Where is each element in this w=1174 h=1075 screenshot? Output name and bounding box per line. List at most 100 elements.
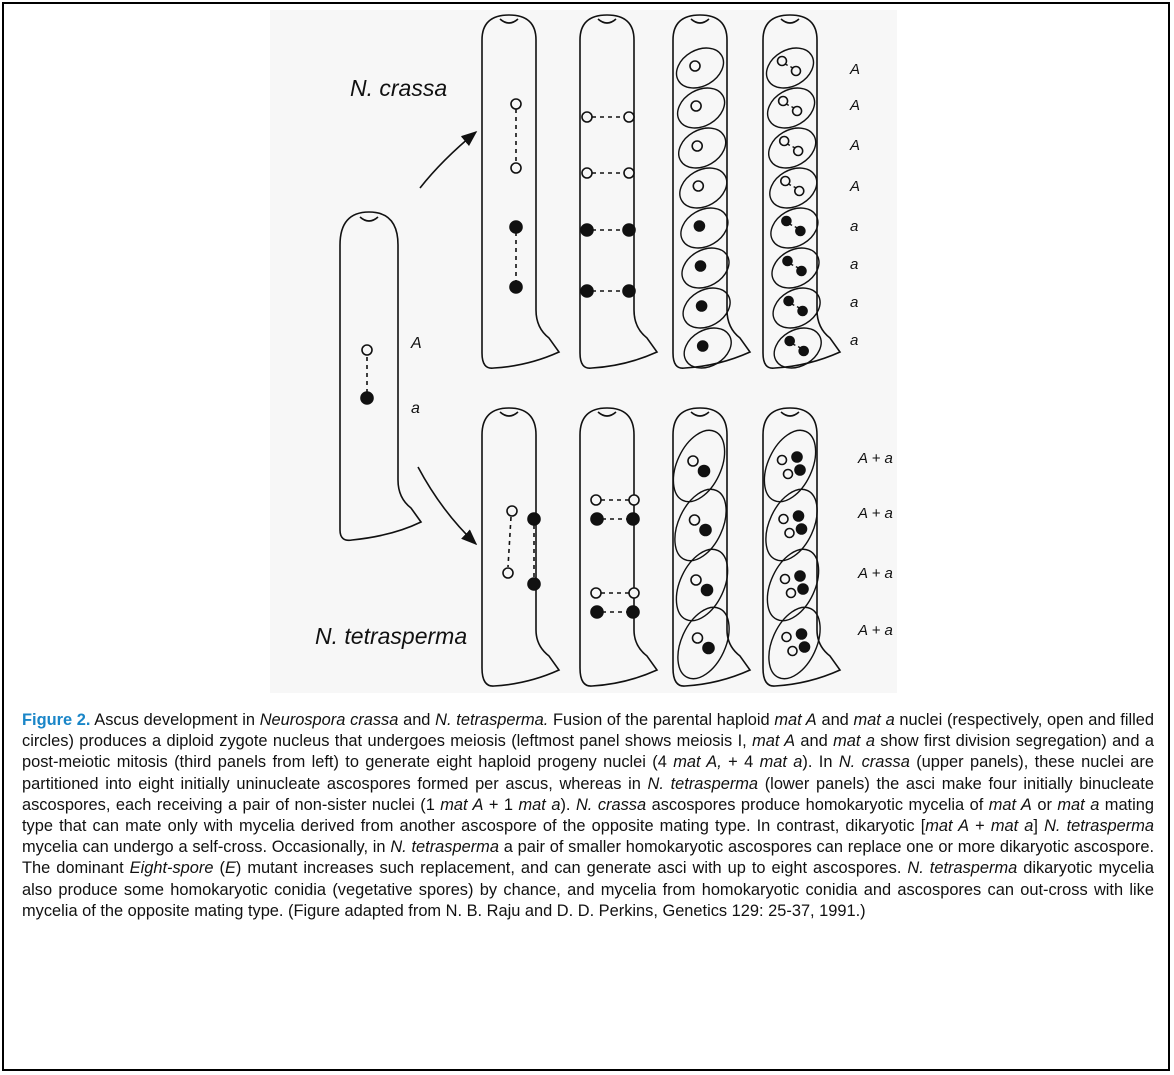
caption-segment: Ascus development in [90,711,260,729]
caption-segment: nuclei (respectively, open and filled ci… [22,711,1154,751]
pair-connector [791,303,800,309]
nucleus-mat-A [590,587,602,599]
crassa-ascospore [675,47,725,89]
nucleus-mat-a [694,260,707,272]
caption-segment: mat A, [673,753,722,772]
nucleus-mat-a [527,512,541,526]
pair-connector [789,223,798,229]
caption-segment: N. tetrasperma [390,838,499,857]
crassa-ascus-1-outline [481,14,561,370]
tetrasperma-ascus-2-pore [597,411,617,417]
caption-segment: ). In [802,753,839,772]
tetrasperma-ascus-1-outline [481,407,561,687]
caption-segment: mat A [988,795,1032,814]
caption-segment: and [816,711,854,729]
arrow-to-tetrasperma [417,466,478,546]
nucleus-mat-a [791,451,803,463]
nucleus-mat-a [695,300,708,312]
caption-segment: mat a [759,753,803,772]
tetrasperma-ascospore [675,548,729,622]
caption-segment: Fusion of the parental haploid [548,711,775,729]
crassa-ascospore [680,207,729,249]
crassa-ascospore [772,287,821,329]
caption-segment: dikaryotic mycelia also produce some hom… [22,859,1154,920]
pair-connector [790,263,799,269]
caption-segment: N. tetrasperma [1044,817,1155,836]
nucleus-mat-A [628,587,640,599]
nucleus-mat-A [793,185,805,197]
nucleus-mat-A [628,494,640,506]
caption-segment: and [398,711,436,729]
nucleus-mat-a [798,345,810,357]
nucleus-mat-A [687,455,699,467]
crassa-ascus-1-pore [499,18,519,24]
nucleus-mat-a [626,605,640,619]
nucleus-mat-A [782,468,794,480]
tetrasperma-label-2: A + a [857,505,893,522]
crassa-label-2: A [849,97,860,114]
crassa-label-8: a [850,332,858,349]
nucleus-mat-A [510,162,522,174]
tetrasperma-label-1: A + a [857,450,893,467]
caption-segment: mat A [774,711,817,729]
nucleus-mat-A [691,632,704,644]
nucleus-mat-A [791,105,803,117]
nucleus-mat-A [690,100,702,112]
tetrasperma-ascospore [672,429,726,503]
tetrasperma-ascus-3-pore [690,411,710,417]
nucleus-mat-A [779,573,791,585]
crassa-ascospore [681,247,730,289]
nucleus-mat-A [785,587,797,599]
nucleus-mat-a [795,628,808,640]
nucleus-mat-a [782,255,793,267]
caption-segment: + 4 [721,753,760,772]
tetrasperma-ascus-3-outline [672,407,752,687]
pair-connector [786,143,796,149]
caption-segment: show first division segregation) and a p… [22,732,1154,772]
crassa-ascospore [768,127,817,169]
caption-body: Ascus development in Neurospora crassa a… [22,711,1154,920]
ascus-development-figure: N. crassa N. tetrasperma A a A A A A a a… [270,10,897,693]
nucleus-mat-a [797,305,808,317]
nucleus-mat-A [792,145,804,157]
tetrasperma-ascospore [763,429,817,503]
nucleus-mat-A [784,527,795,539]
nucleus-mat-a [699,523,712,537]
tetrasperma-label-4: A + a [857,622,893,639]
crassa-ascus-2-pore [597,18,617,24]
tetrasperma-ascus-1-pore [499,411,519,417]
nucleus-mat-a [795,225,806,237]
caption-segment: N. tetrasperma. [435,711,549,729]
nucleus-mat-a [696,340,709,352]
crassa-ascospore [683,327,732,369]
nucleus-mat-a [622,284,636,298]
tetrasperma-ascospore [765,488,818,562]
tetrasperma-label-3: A + a [857,565,893,582]
figure-caption: Figure 2. Ascus development in Neurospor… [22,710,1154,922]
zygote-label-a: a [411,400,420,417]
caption-segment: mating type that can mate only with myce… [22,795,1154,836]
crassa-ascospore [679,167,728,209]
nucleus-mat-a [783,295,794,307]
caption-segment: E [224,859,236,878]
crassa-label-7: a [850,294,858,311]
caption-segment: mat a [1057,795,1100,814]
caption-segment: mycelia can undergo a self-cross. Occasi… [22,838,391,857]
nucleus-mat-a [781,215,792,227]
caption-segment: ( [213,859,225,878]
nucleus-mat-A [787,645,798,657]
zygote-label-A: A [410,335,422,352]
caption-segment: ] [1033,817,1045,836]
nucleus-mat-A [779,175,791,187]
pair-connector [792,343,802,349]
caption-segment: + 1 [483,795,519,814]
caption-segment: or [1031,795,1058,814]
nucleus-mat-A [590,494,602,506]
nucleus-mat-a [796,265,807,277]
caption-segment: N. crassa [575,795,647,814]
crassa-ascospore [676,87,726,129]
crassa-label-5: a [850,218,858,235]
crassa-ascospore [678,127,727,169]
crassa-ascus-3-pore [690,18,710,24]
crassa-label-4: A [849,178,860,195]
